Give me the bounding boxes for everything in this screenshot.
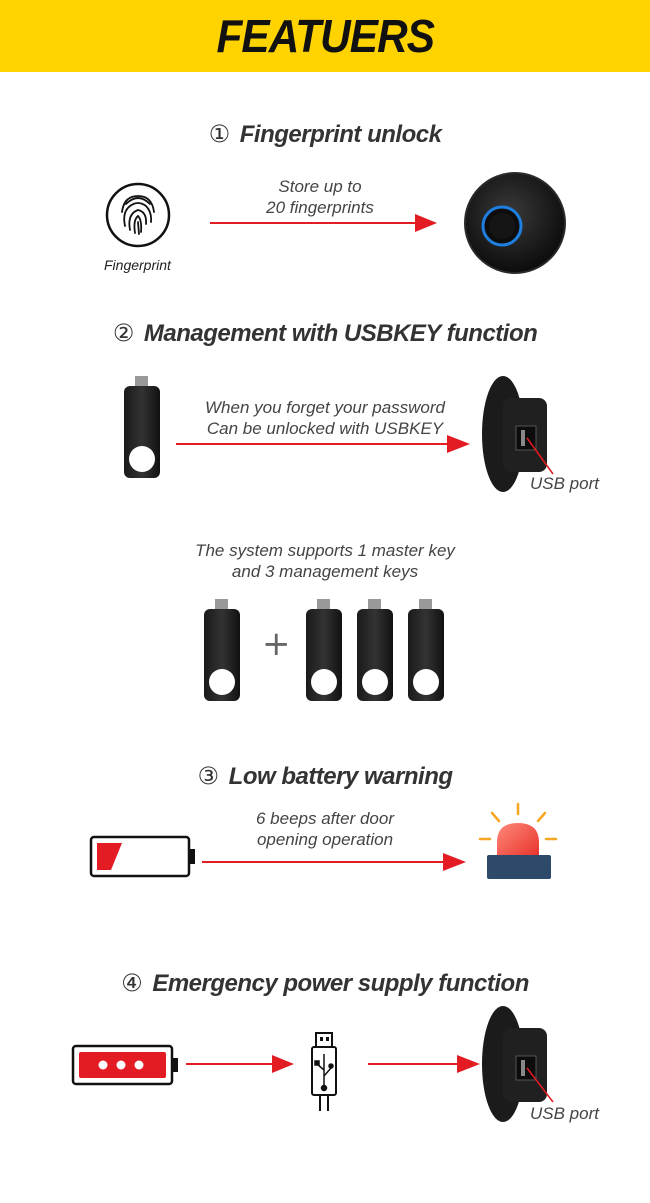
heading-text: Fingerprint unlock [239,121,442,148]
arrow-icon [202,853,466,871]
heading-number: ④ [121,970,143,997]
heading-usbkey: ② Management with USBKEY function [0,319,650,348]
heading-number: ① [208,121,231,148]
caption-line: and 3 management keys [231,562,419,581]
usb-key-icon [124,376,160,478]
arrow-icon [176,435,470,453]
heading-text: Low battery warning [228,763,453,790]
arrow-icon [210,214,437,232]
caption-line: Store up to [278,177,362,196]
fingerprint-caption: Store up to 20 fingerprints [220,176,420,218]
heading-number: ③ [197,763,219,790]
keys-caption: The system supports 1 master key and 3 m… [150,540,500,582]
usb-key-icon [306,599,342,701]
caption-line: opening operation [256,830,394,849]
arrow-icon [368,1055,480,1073]
usb-port-label: USB port [530,474,599,493]
caption-line: When you forget your password [204,398,445,417]
header-banner: FEATUERS [0,0,650,72]
usb-key-icon [408,599,444,701]
banner-title: FEATUERS [216,10,434,62]
usbkey-caption: When you forget your password Can be unl… [170,397,480,439]
lock-knob-front-icon [464,172,566,274]
heading-text: Emergency power supply function [152,970,529,997]
plus-sign: + [262,624,291,664]
usb-plug-icon [311,1032,337,1111]
caption-line: Can be unlocked with USBKEY [206,419,444,438]
caption-line: 20 fingerprints [266,198,374,217]
fingerprint-label: Fingerprint [104,257,171,273]
lock-knob-side-icon [482,1006,554,1122]
heading-text: Management with USBKEY function [143,320,538,347]
alarm-siren-icon [478,802,558,879]
heading-fingerprint: ① Fingerprint unlock [0,120,650,149]
usb-port-label: USB port [530,1104,599,1123]
heading-emergency: ④ Emergency power supply function [0,969,650,998]
heading-number: ② [112,320,135,347]
fingerprint-icon [105,182,171,248]
arrow-icon [186,1055,294,1073]
caption-line: 6 beeps after door [256,809,394,828]
heading-battery: ③ Low battery warning [0,762,650,791]
low-battery-icon [89,835,195,878]
battery-caption: 6 beeps after door opening operation [220,808,430,850]
lock-knob-side-icon [482,376,554,492]
power-bank-icon [71,1044,178,1086]
caption-line: The system supports 1 master key [195,541,455,560]
usb-key-icon [204,599,240,701]
usb-key-icon [357,599,393,701]
